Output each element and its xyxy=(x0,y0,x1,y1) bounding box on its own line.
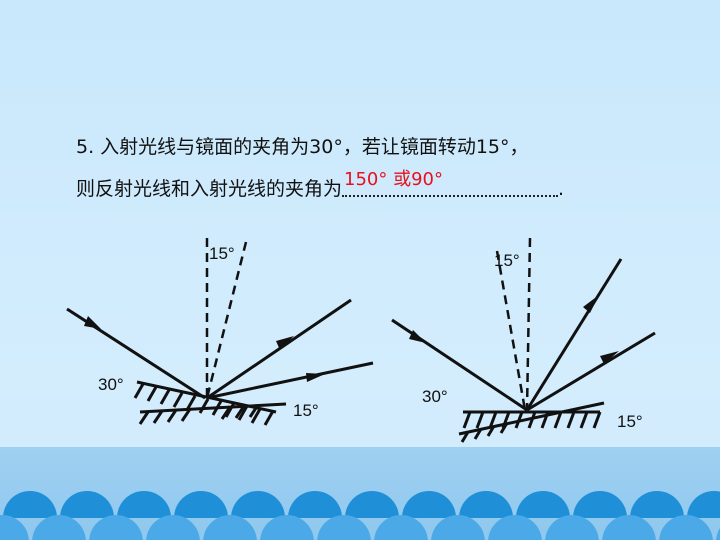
wave-dome xyxy=(602,515,656,540)
question-line-2-suffix: . xyxy=(558,178,565,200)
right-reflected-ray-1 xyxy=(525,258,623,411)
right-reflected-arrow-2 xyxy=(600,351,619,364)
wave-dome xyxy=(231,491,285,518)
wave-dome xyxy=(687,491,720,518)
right-incident-arrow xyxy=(409,330,426,343)
wave-dome xyxy=(545,515,599,540)
wave-dome xyxy=(374,515,428,540)
left-reflected-ray-1 xyxy=(206,298,352,400)
wave-dome xyxy=(174,491,228,518)
wave-dome xyxy=(402,491,456,518)
wave-dome xyxy=(288,491,342,518)
left-rotated-mirror-surface xyxy=(139,402,287,414)
left-mirror-angle-label: 15° xyxy=(293,401,319,420)
wave-dome xyxy=(459,491,513,518)
wave-dome xyxy=(516,491,570,518)
wave-dome xyxy=(630,491,684,518)
right-top-angle-label: 15° xyxy=(494,251,520,270)
wave-dome xyxy=(260,515,314,540)
left-incident-arrow xyxy=(84,316,101,329)
wave-dome xyxy=(573,491,627,518)
wave-dome xyxy=(317,515,371,540)
left-mirror-hatch xyxy=(133,383,275,426)
wave-dome xyxy=(431,515,485,540)
wave-dome xyxy=(117,491,171,518)
right-left-angle-label: 30° xyxy=(422,387,448,406)
right-mirror-angle-label: 15° xyxy=(617,412,643,431)
right-mirror-hatch xyxy=(462,411,602,429)
wave-dome xyxy=(3,491,57,518)
right-rotated-mirror-hatch xyxy=(460,422,509,443)
wave-dome xyxy=(32,515,86,540)
right-reflected-arrow-1 xyxy=(583,295,599,313)
answer-text: 150° 或90° xyxy=(344,169,443,190)
wave-dome xyxy=(488,515,542,540)
question-text: 5. 入射光线与镜面的夹角为30°，若让镜面转动15°， 则反射光线和入射光线的… xyxy=(76,126,564,210)
wave-dome xyxy=(0,515,29,540)
answer-blank: 150° 或90° xyxy=(342,169,559,197)
left-left-angle-label: 30° xyxy=(98,375,124,394)
figure-right: 15° 30° 15° xyxy=(391,237,656,443)
wave-dome xyxy=(89,515,143,540)
right-rotated-mirror-surface xyxy=(458,401,605,436)
question-line-2-prefix: 则反射光线和入射光线的夹角为 xyxy=(76,178,343,200)
decorative-waves xyxy=(0,491,720,540)
left-top-angle-label: 15° xyxy=(209,244,235,263)
right-rotated-normal-line xyxy=(495,250,527,411)
wave-dome xyxy=(203,515,257,540)
left-reflected-arrow-2 xyxy=(306,373,325,382)
wave-dome xyxy=(659,515,713,540)
right-reflected-ray-2 xyxy=(526,331,656,412)
left-rotated-mirror-hatch xyxy=(138,404,260,425)
left-rotated-normal-line xyxy=(205,241,248,399)
left-reflected-arrow-1 xyxy=(276,336,294,350)
wave-dome xyxy=(146,515,200,540)
question-line-1: 5. 入射光线与镜面的夹角为30°，若让镜面转动15°， xyxy=(76,136,529,158)
right-normal-line xyxy=(525,237,532,411)
figure-left: 15° 30° 15° xyxy=(66,238,374,426)
wave-dome xyxy=(716,528,720,540)
wave-dome xyxy=(60,491,114,518)
left-reflected-ray-2 xyxy=(206,361,374,400)
wave-dome xyxy=(345,491,399,518)
